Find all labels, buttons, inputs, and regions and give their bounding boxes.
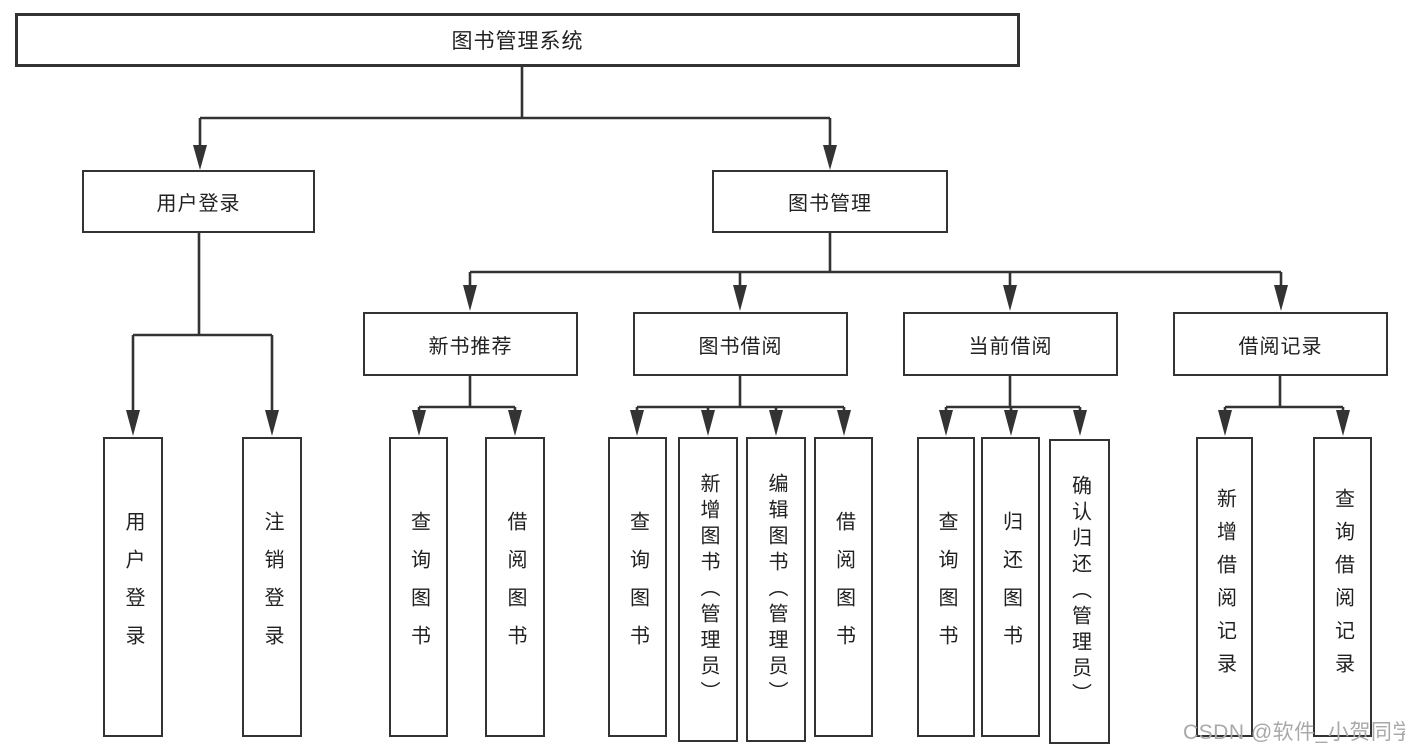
leaf-borrow-books-borrow: 借阅图书: [814, 437, 873, 737]
leaf-user-login: 用户登录: [103, 437, 163, 737]
leaf-query-books-current: 查询图书: [917, 437, 975, 737]
leaf-add-book-admin: 新增图书（管理员）: [678, 437, 738, 742]
leaf-logout: 注销登录: [242, 437, 302, 737]
leaf-confirm-return-admin: 确认归还（管理员）: [1049, 439, 1110, 744]
node-current-borrowing: 当前借阅: [903, 312, 1118, 376]
leaf-add-borrow-record: 新增借阅记录: [1196, 437, 1253, 737]
leaf-query-borrow-record: 查询借阅记录: [1313, 437, 1372, 737]
node-borrowing-records: 借阅记录: [1173, 312, 1388, 376]
leaf-query-books-borrow: 查询图书: [608, 437, 667, 737]
leaf-query-books-recommend: 查询图书: [389, 437, 448, 737]
node-book-management-module: 图书管理: [712, 170, 948, 233]
node-library-management-system: 图书管理系统: [15, 13, 1020, 67]
leaf-borrow-books-recommend: 借阅图书: [485, 437, 545, 737]
csdn-watermark: CSDN @软件_小贺同学: [1183, 721, 1405, 744]
node-new-book-recommendation: 新书推荐: [363, 312, 578, 376]
leaf-return-book: 归还图书: [981, 437, 1040, 737]
leaf-edit-book-admin: 编辑图书（管理员）: [746, 437, 806, 742]
node-book-borrowing: 图书借阅: [633, 312, 848, 376]
node-user-login-module: 用户登录: [82, 170, 315, 233]
